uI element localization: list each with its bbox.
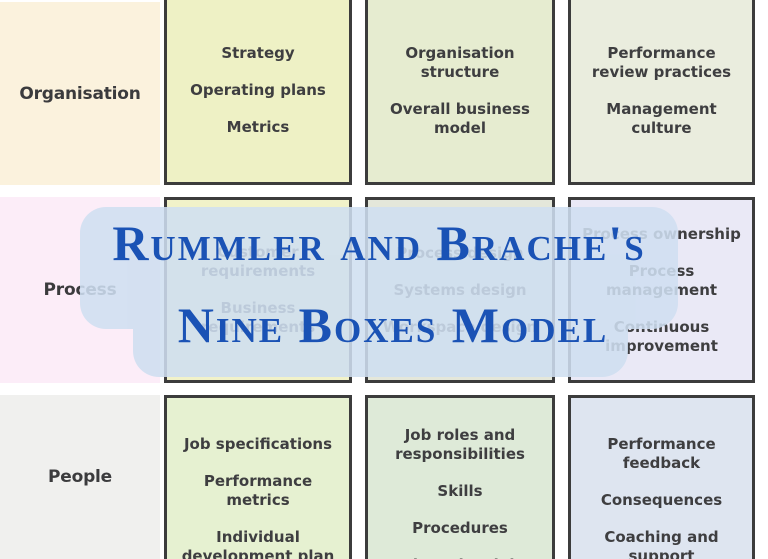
box-item: Job specifications — [183, 434, 333, 453]
box-item: Performance metrics — [203, 471, 313, 509]
box-item: Performance feedback — [607, 434, 716, 472]
box-people-goals: Job specifications Performance metrics I… — [164, 395, 352, 559]
row-label-organisation: Organisation — [0, 2, 160, 185]
box-item: Coaching and support — [604, 527, 719, 559]
box-item: Procedures — [412, 518, 508, 537]
diagram-title-line2: Nine Boxes Model — [177, 297, 609, 353]
box-organisation-design: Organisation structure Overall business … — [365, 0, 555, 185]
box-people-management: Performance feedback Consequences Coachi… — [568, 395, 755, 559]
box-people-design: Job roles and responsibilities Skills Pr… — [365, 395, 555, 559]
box-item: Job roles and responsibilities — [395, 425, 525, 463]
box-organisation-goals: Strategy Operating plans Metrics — [164, 0, 352, 185]
box-item: Individual development plan — [181, 527, 335, 559]
box-item: Overall business model — [390, 99, 530, 137]
box-item: Metrics — [226, 118, 290, 136]
box-organisation-management: Performance review practices Management … — [568, 0, 755, 185]
box-item: Performance review practices — [591, 43, 732, 81]
row-label-text: People — [48, 467, 112, 487]
box-item: Skills — [437, 481, 483, 500]
box-item: Consequences — [600, 490, 723, 509]
diagram-title-line1: Rummler and Brache's — [112, 215, 646, 271]
row-label-people: People — [0, 395, 160, 559]
row-label-text: Organisation — [19, 83, 141, 104]
box-item: Tools and training — [384, 556, 536, 559]
diagram-title: Rummler and Brache's Nine Boxes Model — [80, 207, 678, 377]
box-item: Organisation structure — [405, 43, 515, 81]
box-item: Operating plans — [190, 81, 326, 99]
box-item: Management culture — [606, 99, 717, 137]
box-item: Strategy — [221, 44, 295, 62]
